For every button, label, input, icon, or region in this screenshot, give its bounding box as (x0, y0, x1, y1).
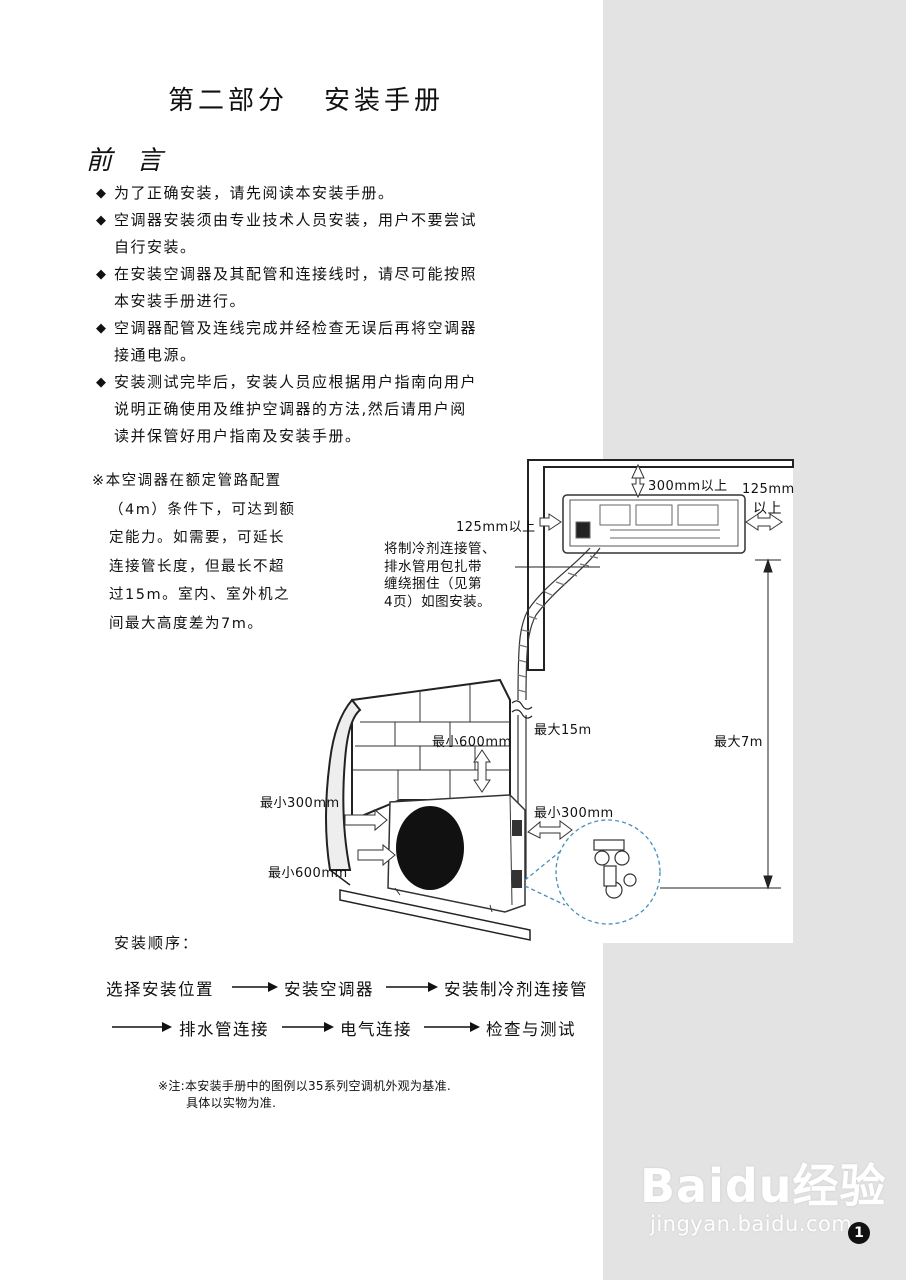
step-electrical: 电气连接 (340, 1020, 412, 1039)
pipe-length-note: ※本空调器在额定管路配置 （4m）条件下，可达到额 定能力。如需要，可延长 连接… (92, 473, 296, 632)
height-dimension (660, 558, 781, 890)
bullet-item: ◆空调器安装须由专业技术人员安装，用户不要尝试自行安装。 (96, 207, 516, 261)
clearance-arrows (539, 463, 783, 531)
label-min-300-right: 最小300mm (534, 806, 614, 821)
diamond-icon: ◆ (96, 321, 108, 336)
preface-heading: 前 言 (86, 146, 171, 176)
step-install-pipe: 安装制冷剂连接管 (444, 980, 588, 999)
page-title: 第二部分 安装手册 (168, 80, 444, 117)
diamond-icon: ◆ (96, 213, 108, 228)
arrow-right-icon (282, 1022, 334, 1032)
valve-detail-icon (593, 839, 637, 899)
ground-slab (329, 869, 531, 941)
outdoor-clearance-arrows (344, 749, 573, 867)
label-min-300-left: 最小300mm (260, 796, 340, 811)
label-right-clearance-2: 以上 (753, 501, 782, 517)
step-drain-pipe: 排水管连接 (179, 1020, 269, 1039)
label-max-15m: 最大15m (534, 723, 592, 738)
footnote: ※注:本安装手册中的图例以35系列空调机外观为基准. 具体以实物为准. (158, 1079, 451, 1110)
step-check-test: 检查与测试 (486, 1020, 576, 1039)
wall-outline (527, 459, 794, 671)
label-max-7m: 最大7m (714, 735, 763, 750)
bullet-item: ◆空调器配管及连线完成并经检查无误后再将空调器接通电源。 (96, 315, 516, 369)
bullet-item: ◆在安装空调器及其配管和连接线时，请尽可能按照本安装手册进行。 (96, 261, 516, 315)
arrow-right-icon (386, 982, 438, 992)
diamond-icon: ◆ (96, 375, 108, 390)
install-order-title: 安装顺序： (114, 934, 200, 952)
arrow-right-icon (112, 1022, 172, 1032)
title-part: 第二部分 (168, 86, 289, 116)
label-right-clearance-1: 125mm (742, 482, 795, 497)
bullet-item: ◆为了正确安装，请先阅读本安装手册。 (96, 180, 516, 207)
label-min-600-top: 最小600mm (432, 735, 512, 750)
step-select-location: 选择安装位置 (106, 980, 214, 999)
arrow-right-icon (232, 982, 278, 992)
indoor-unit-icon (562, 494, 746, 554)
label-min-600-front: 最小600mm (268, 866, 348, 881)
baidu-watermark-logo: Baidu经验 (640, 1159, 887, 1213)
baidu-watermark-url: jingyan.baidu.com (650, 1212, 853, 1236)
outdoor-unit-icon (387, 794, 526, 913)
page-number: 1 (848, 1222, 870, 1244)
detail-callout (524, 819, 661, 925)
title-name: 安装手册 (324, 86, 445, 116)
label-top-clearance: 300mm以上 (648, 479, 728, 494)
outdoor-wall (325, 678, 511, 871)
arrow-right-icon (424, 1022, 480, 1032)
bullet-item: ◆安装测试完毕后，安装人员应根据用户指南向用户说明正确使用及维护空调器的方法,然… (96, 369, 516, 450)
label-left-clearance: 125mm以上 (456, 520, 536, 535)
step-install-ac: 安装空调器 (284, 980, 374, 999)
label-wrap-note: 将制冷剂连接管、 排水管用包扎带 缠绕捆住（见第 4页）如图安装。 (384, 541, 496, 610)
diamond-icon: ◆ (96, 267, 108, 282)
preface-bullet-list: ◆为了正确安装，请先阅读本安装手册。 ◆空调器安装须由专业技术人员安装，用户不要… (96, 180, 516, 450)
diamond-icon: ◆ (96, 186, 108, 201)
